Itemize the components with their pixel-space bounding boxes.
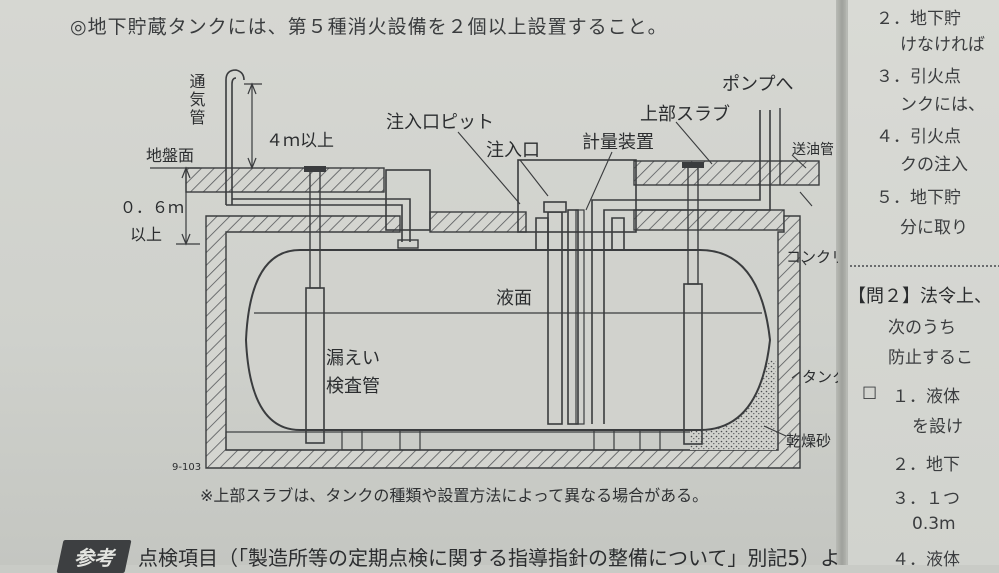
- vent-pipe-horizontal: [226, 198, 411, 242]
- right-line: １．液体: [892, 387, 960, 407]
- vent-pit: [385, 169, 431, 231]
- gauge-pipe-inner: [575, 209, 585, 425]
- right-line: ２．地下: [892, 455, 960, 475]
- label-fill-port: 注入口: [486, 140, 540, 161]
- fill-port-cap: [543, 201, 567, 213]
- figure-caption: ※上部スラブは、タンクの種類や設置方法によって異なる場合がある。: [200, 486, 709, 505]
- label-vent-pipe: 通気管: [187, 73, 206, 127]
- label-depth-06m: ０．６ｍ: [120, 198, 184, 217]
- figure-id: 9-103: [172, 462, 201, 473]
- right-line: 分に取り: [900, 218, 968, 238]
- page-heading: ◎地下貯蔵タンクには、第５種消火設備を２個以上設置すること。: [70, 16, 668, 38]
- leak-tube-cap: [304, 166, 326, 172]
- ground-surface-left: [185, 167, 385, 193]
- reference-text: 点検項目（「製造所等の定期点検に関する指導指針の整備について」別記5）よ: [138, 546, 841, 570]
- right-line: クの注入: [900, 155, 968, 175]
- label-ground: 地盤面: [146, 146, 194, 165]
- right-line: けなければ: [900, 35, 985, 55]
- tank-manhole: [535, 217, 549, 250]
- reference-line: 参考点検項目（「製造所等の定期点検に関する指導指針の整備について」別記5）よ: [56, 540, 841, 573]
- label-height-4m: ４ｍ以上: [266, 131, 334, 151]
- leader-lines: [457, 121, 813, 437]
- right-line: ４．液体: [892, 550, 960, 570]
- book-gutter: [836, 0, 848, 565]
- right-line: ンクには、: [900, 95, 985, 115]
- label-leak-tube-2: 検査管: [326, 376, 380, 397]
- tank-support: [341, 429, 363, 451]
- right-line: ２．地下貯: [876, 9, 961, 29]
- right-line: ４．引火点: [876, 127, 961, 147]
- right-line: を設け: [912, 417, 963, 437]
- suction-pipe: [591, 110, 771, 424]
- tank-support: [399, 429, 421, 451]
- concrete-vault: [205, 215, 801, 469]
- leak-tube-cap: [682, 162, 704, 168]
- label-depth-above: 以上: [130, 225, 162, 244]
- top-slab: [633, 160, 820, 186]
- right-line: 防止するこ: [888, 348, 973, 368]
- leak-detection-tube-left-lower: [305, 287, 325, 444]
- height-dimension: [244, 82, 262, 170]
- checkbox-icon: ☐: [862, 384, 878, 404]
- vent-pipe-flange: [397, 239, 419, 249]
- right-line: ５．地下貯: [876, 188, 961, 208]
- slab-under-pit-left: [429, 211, 527, 233]
- question-heading: 【問２】法令上、: [848, 286, 992, 307]
- right-page-text: ２．地下貯 けなければ ３．引火点 ンクには、 ４．引火点 クの注入 ５．地下貯…: [848, 0, 999, 570]
- right-line: 0.3m: [912, 514, 956, 534]
- tank-body: [244, 249, 772, 431]
- label-tank: タンク: [802, 368, 838, 386]
- depth-dimension: [150, 166, 200, 246]
- right-line: ３．１つ: [892, 489, 960, 509]
- label-fill-pit: 注入口ピット: [386, 112, 494, 133]
- leak-detection-tube-right-lower: [683, 283, 703, 445]
- right-page: ２．地下貯 けなければ ３．引火点 ンクには、 ４．引火点 クの注入 ５．地下貯…: [846, 0, 999, 570]
- reference-badge: 参考: [56, 540, 132, 573]
- tank-support: [593, 429, 615, 451]
- underground-tank-diagram: 通気管 ４ｍ以上 地盤面 ０．６ｍ 以上 注入口ピット 注入口 計量装置 ポンプ…: [120, 69, 838, 473]
- label-dry-sand: 乾燥砂: [786, 432, 831, 450]
- right-line: ３．引火点: [876, 67, 961, 87]
- label-leak-tube-1: 漏えい: [326, 348, 380, 369]
- dotted-separator: [850, 265, 999, 267]
- fill-pit: [517, 159, 637, 233]
- tank-support: [639, 429, 661, 451]
- gauge-pipe: [567, 209, 579, 425]
- label-gauge: 計量装置: [582, 132, 654, 153]
- vent-pipe: [225, 69, 245, 205]
- label-to-pump: ポンプへ: [722, 74, 793, 95]
- label-liquid-surface: 液面: [496, 288, 532, 309]
- reference-badge-label: 参考: [74, 546, 114, 570]
- label-concrete: コンクリ: [786, 248, 838, 266]
- right-line: 次のうち: [888, 318, 956, 338]
- label-oil-pipe: 送油管: [792, 142, 834, 158]
- label-top-slab: 上部スラブ: [640, 103, 730, 125]
- tank-manhole: [611, 217, 625, 250]
- slab-under-pit-right: [633, 209, 785, 231]
- vault-floor-line: [225, 431, 779, 451]
